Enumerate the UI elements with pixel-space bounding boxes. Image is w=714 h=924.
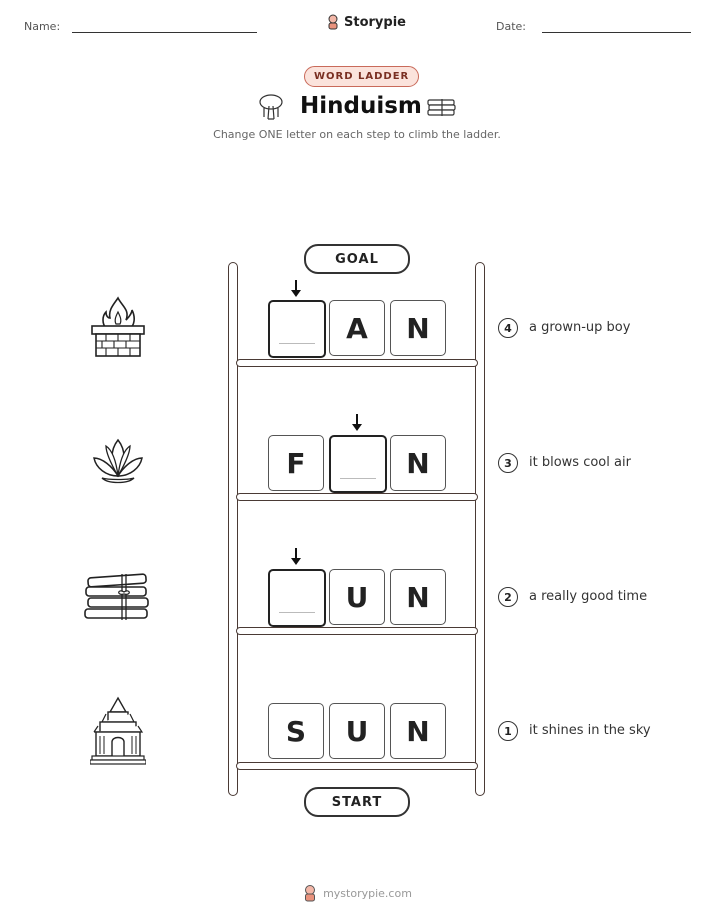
ladder-rail-right bbox=[475, 262, 485, 796]
letter-input-blank[interactable] bbox=[268, 569, 326, 627]
letter-tile: N bbox=[390, 569, 446, 625]
name-field[interactable] bbox=[72, 32, 257, 33]
letter-input-blank[interactable] bbox=[268, 300, 326, 358]
arrow-down-icon bbox=[291, 280, 301, 297]
storypie-mascot-icon bbox=[305, 885, 316, 902]
step-number: 1 bbox=[498, 721, 518, 741]
clue-text: it shines in the sky bbox=[529, 723, 651, 738]
step-number: 3 bbox=[498, 453, 518, 473]
letter-tile: S bbox=[268, 703, 324, 759]
lotus-icon bbox=[93, 438, 143, 484]
brand-logo: Storypie bbox=[326, 14, 406, 30]
clue-text: a really good time bbox=[529, 589, 648, 604]
ladder-rung bbox=[236, 762, 478, 770]
storypie-mascot-icon bbox=[328, 14, 338, 30]
letter-tile: F bbox=[268, 435, 324, 491]
goal-label: GOAL bbox=[304, 244, 410, 274]
scripture-stack-icon bbox=[84, 573, 149, 620]
ladder-rail-left bbox=[228, 262, 238, 796]
letter-tile: N bbox=[390, 435, 446, 491]
instructions: Change ONE letter on each step to climb … bbox=[213, 128, 501, 141]
ladder-rung bbox=[236, 627, 478, 635]
date-label: Date: bbox=[496, 20, 526, 33]
clue-text: a grown-up boy bbox=[529, 320, 631, 335]
name-label: Name: bbox=[24, 20, 61, 33]
brand-name: Storypie bbox=[344, 14, 406, 30]
letter-tile: A bbox=[329, 300, 385, 356]
step-number: 2 bbox=[498, 587, 518, 607]
clue-text: it blows cool air bbox=[529, 455, 631, 470]
ladder-rung bbox=[236, 493, 478, 501]
letter-tile: N bbox=[390, 703, 446, 759]
letter-tile: U bbox=[329, 703, 385, 759]
page-title: Hinduism bbox=[300, 93, 422, 119]
letter-tile: N bbox=[390, 300, 446, 356]
date-field[interactable] bbox=[542, 32, 691, 33]
footer: mystorypie.com bbox=[0, 884, 714, 902]
arrow-down-icon bbox=[291, 548, 301, 565]
arrow-down-icon bbox=[352, 414, 362, 431]
footer-site[interactable]: mystorypie.com bbox=[323, 886, 412, 900]
step-number: 4 bbox=[498, 318, 518, 338]
fire-altar-icon bbox=[91, 296, 145, 357]
start-label: START bbox=[304, 787, 410, 817]
scripture-stack-icon bbox=[427, 99, 456, 116]
temple-icon bbox=[90, 696, 146, 765]
word-ladder-badge: WORD LADDER bbox=[304, 66, 420, 87]
banyan-tree-icon bbox=[259, 94, 283, 120]
ladder-rung bbox=[236, 359, 478, 367]
letter-input-blank[interactable] bbox=[329, 435, 387, 493]
letter-tile: U bbox=[329, 569, 385, 625]
